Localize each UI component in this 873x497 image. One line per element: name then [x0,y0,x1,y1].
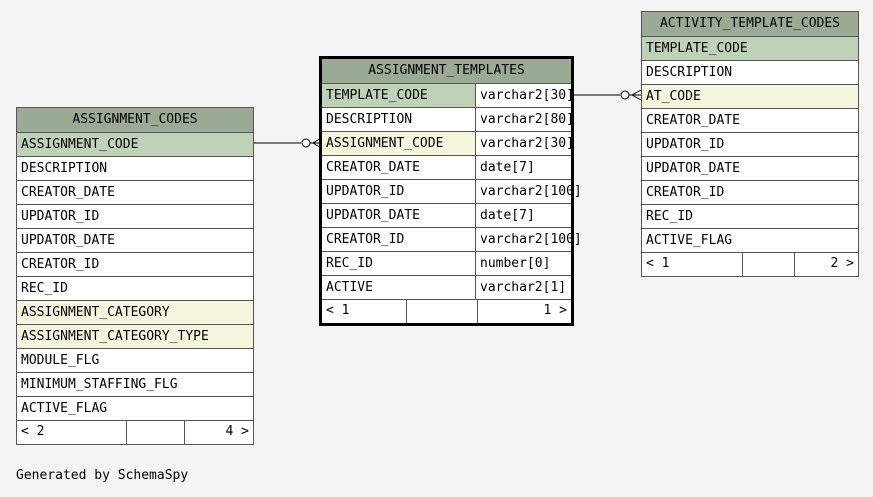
column-row[interactable]: UPDATOR_DATE [642,157,858,181]
column-name: REC_ID [646,209,693,224]
column-row[interactable]: UPDATOR_ID [642,133,858,157]
column-row[interactable]: CREATOR_ID varchar2[100] [322,228,582,252]
parents-count[interactable]: < 2 [21,424,45,439]
column-row[interactable]: TEMPLATE_CODE [642,37,858,61]
parents-count[interactable]: < 1 [326,303,350,318]
column-name: CREATOR_DATE [326,160,420,175]
footer-spacer [126,421,184,444]
column-row[interactable]: ASSIGNMENT_CATEGORY [17,301,253,325]
column-name: CREATOR_DATE [21,185,115,200]
column-type: date[7] [475,156,571,179]
column-name: REC_ID [326,256,373,271]
column-name: ASSIGNMENT_CATEGORY [21,305,170,320]
column-row[interactable]: REC_ID [17,277,253,301]
column-name: ASSIGNMENT_CATEGORY_TYPE [21,329,209,344]
column-row[interactable]: ACTIVE_FLAG [642,229,858,253]
column-name: DESCRIPTION [646,65,733,80]
column-row[interactable]: ASSIGNMENT_CODE varchar2[30] [322,132,574,156]
column-row[interactable]: CREATOR_ID [17,253,253,277]
column-row[interactable]: DESCRIPTION [17,157,253,181]
column-name: UPDATOR_ID [646,137,725,152]
column-type: varchar2[1] [475,276,571,299]
column-name: ACTIVE_FLAG [646,233,733,248]
column-name: ACTIVE [326,280,373,295]
relationship-assignment-code [254,137,322,149]
column-row[interactable]: MODULE_FLG [17,349,253,373]
column-name: CREATOR_ID [326,232,405,247]
column-row[interactable]: CREATOR_DATE [642,109,858,133]
column-row[interactable]: ASSIGNMENT_CODE [17,133,253,157]
column-name: DESCRIPTION [21,161,108,176]
column-list: TEMPLATE_CODE DESCRIPTION AT_CODE CREATOR_D… [642,37,858,253]
column-type: number[0] [475,252,571,275]
column-row[interactable]: ACTIVE varchar2[1] [322,276,571,300]
column-type: varchar2[30] [475,84,574,107]
column-name: DESCRIPTION [326,112,413,127]
column-type: date[7] [475,204,571,227]
relationship-template-code [572,89,642,101]
column-row[interactable]: REC_ID [642,205,858,229]
table-title[interactable]: ASSIGNMENT_TEMPLATES [322,59,571,84]
column-type: varchar2[100] [475,228,582,251]
column-name: UPDATOR_ID [21,209,100,224]
column-name: ASSIGNMENT_CODE [326,136,444,151]
column-name: CREATOR_DATE [646,113,740,128]
column-name: TEMPLATE_CODE [646,41,748,56]
column-name: CREATOR_ID [21,257,100,272]
column-name: UPDATOR_ID [326,184,405,199]
column-row[interactable]: CREATOR_DATE [17,181,253,205]
column-name: UPDATOR_DATE [326,208,420,223]
footer-spacer [406,300,477,323]
column-name: UPDATOR_DATE [646,161,740,176]
children-count[interactable]: 1 > [477,300,571,323]
table-footer: < 2 4 > [17,421,253,444]
column-row[interactable]: AT_CODE [642,85,858,109]
children-count[interactable]: 4 > [184,421,253,444]
column-row[interactable]: TEMPLATE_CODE varchar2[30] [322,84,574,108]
column-row[interactable]: ACTIVE_FLAG [17,397,253,421]
column-row[interactable]: UPDATOR_ID [17,205,253,229]
column-type: varchar2[30] [475,132,574,155]
table-footer: < 1 1 > [322,300,571,323]
column-name: CREATOR_ID [646,185,725,200]
column-row[interactable]: ASSIGNMENT_CATEGORY_TYPE [17,325,253,349]
table-assignment-codes[interactable]: ASSIGNMENT_CODES ASSIGNMENT_CODE DESCRIPT… [16,107,254,445]
column-name: ASSIGNMENT_CODE [21,137,139,152]
column-list: TEMPLATE_CODE varchar2[30] DESCRIPTION varc… [322,84,582,300]
table-title[interactable]: ASSIGNMENT_CODES [17,108,253,133]
generated-by-label: Generated by SchemaSpy [16,468,189,483]
column-name: ACTIVE_FLAG [21,401,108,416]
footer-spacer [742,253,794,276]
column-row[interactable]: UPDATOR_DATE date[7] [322,204,571,228]
column-name: REC_ID [21,281,68,296]
column-row[interactable]: DESCRIPTION varchar2[80] [322,108,574,132]
children-count[interactable]: 2 > [794,253,858,276]
column-name: MODULE_FLG [21,353,100,368]
column-type: varchar2[100] [475,180,582,203]
column-type: varchar2[80] [475,108,574,131]
column-row[interactable]: MINIMUM_STAFFING_FLG [17,373,253,397]
column-row[interactable]: CREATOR_ID [642,181,858,205]
column-name: TEMPLATE_CODE [326,88,428,103]
column-row[interactable]: REC_ID number[0] [322,252,571,276]
column-name: AT_CODE [646,89,701,104]
table-title[interactable]: ACTIVITY_TEMPLATE_CODES [642,12,858,37]
table-activity-template-codes[interactable]: ACTIVITY_TEMPLATE_CODES TEMPLATE_CODE DES… [641,11,859,277]
column-row[interactable]: UPDATOR_ID varchar2[100] [322,180,582,204]
column-row[interactable]: DESCRIPTION [642,61,858,85]
column-name: MINIMUM_STAFFING_FLG [21,377,178,392]
column-name: UPDATOR_DATE [21,233,115,248]
table-footer: < 1 2 > [642,253,858,276]
column-list: ASSIGNMENT_CODE DESCRIPTION CREATOR_DATE UP… [17,133,253,421]
parents-count[interactable]: < 1 [646,256,670,271]
column-row[interactable]: CREATOR_DATE date[7] [322,156,571,180]
column-row[interactable]: UPDATOR_DATE [17,229,253,253]
